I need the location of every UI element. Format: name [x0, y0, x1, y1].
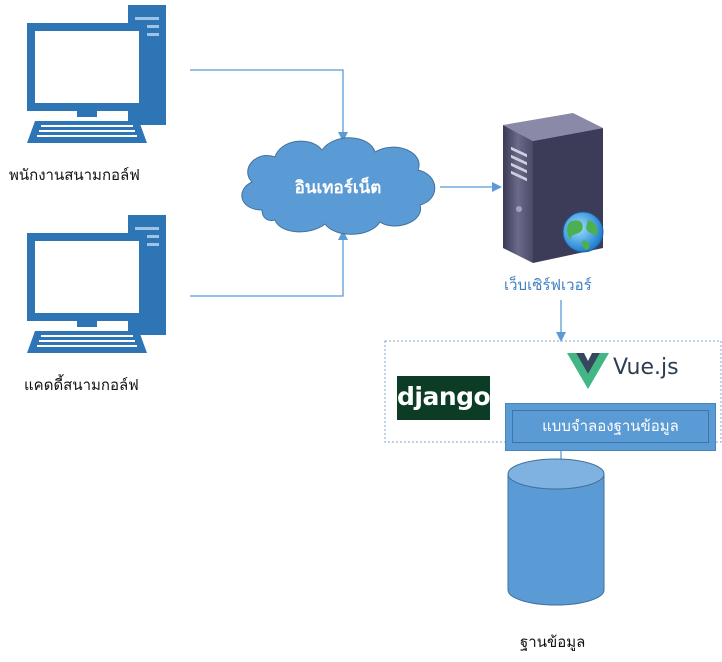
vue-logo-text: Vue.js	[613, 355, 679, 380]
staff-label: พนักงานสนามกอล์ฟ	[9, 166, 140, 184]
webserver-label: เว็บเซิร์ฟเวอร์	[504, 276, 592, 294]
caddy-label: แคดดี้สนามกอล์ฟ	[24, 376, 139, 394]
connector-staff-internet	[190, 69, 348, 142]
connector-caddy-internet	[190, 230, 348, 297]
django-logo: django	[397, 376, 491, 420]
computer-icon	[27, 5, 166, 143]
globe-icon	[562, 211, 604, 253]
database-model-box: แบบจำลองฐานข้อมูล	[512, 410, 709, 443]
computer-icon	[27, 215, 166, 353]
vue-logo-icon	[567, 353, 609, 389]
database-label: ฐานข้อมูล	[520, 633, 586, 651]
internet-label: อินเทอร์เน็ต	[294, 178, 382, 198]
cloud-icon	[241, 137, 436, 235]
database-icon	[507, 458, 605, 606]
